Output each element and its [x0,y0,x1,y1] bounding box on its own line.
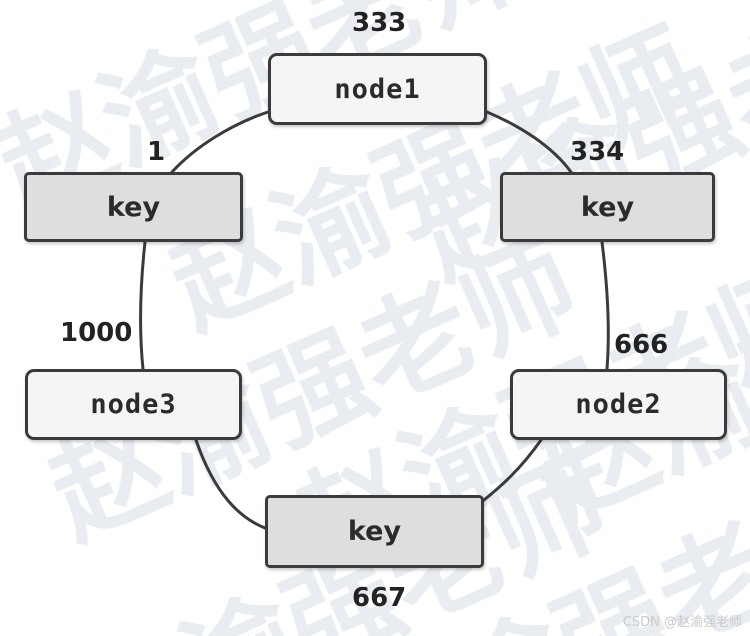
ring-box-node3[interactable]: node3 [25,369,242,440]
lbl-333: 333 [352,8,407,38]
ring-box-key1[interactable]: key [24,172,243,242]
ring-box-label: node2 [575,389,662,420]
arc-node2-key667 [482,438,543,502]
lbl-666: 666 [614,330,669,360]
arc-key667-node3 [194,438,267,530]
ring-box-label: key [347,516,402,547]
arc-key1-node1 [170,110,270,174]
ring-box-node2[interactable]: node2 [510,369,727,440]
lbl-1000: 1000 [60,318,133,348]
arc-key334-node2 [600,240,610,371]
lbl-334: 334 [570,137,625,167]
ring-box-label: node1 [334,73,421,105]
ring-box-label: node3 [90,389,177,420]
ring-box-node1[interactable]: node1 [268,53,487,125]
ring-box-key334[interactable]: key [500,172,715,242]
ring-box-label: key [580,191,635,223]
arc-node3-key1 [139,240,147,371]
arc-node1-key334 [485,110,573,174]
ring-box-key667[interactable]: key [265,495,484,568]
ring-box-label: key [106,191,161,223]
lbl-667: 667 [352,583,407,613]
csdn-credit: CSDN @赵渝强老师 [622,615,742,630]
lbl-1: 1 [147,137,166,167]
